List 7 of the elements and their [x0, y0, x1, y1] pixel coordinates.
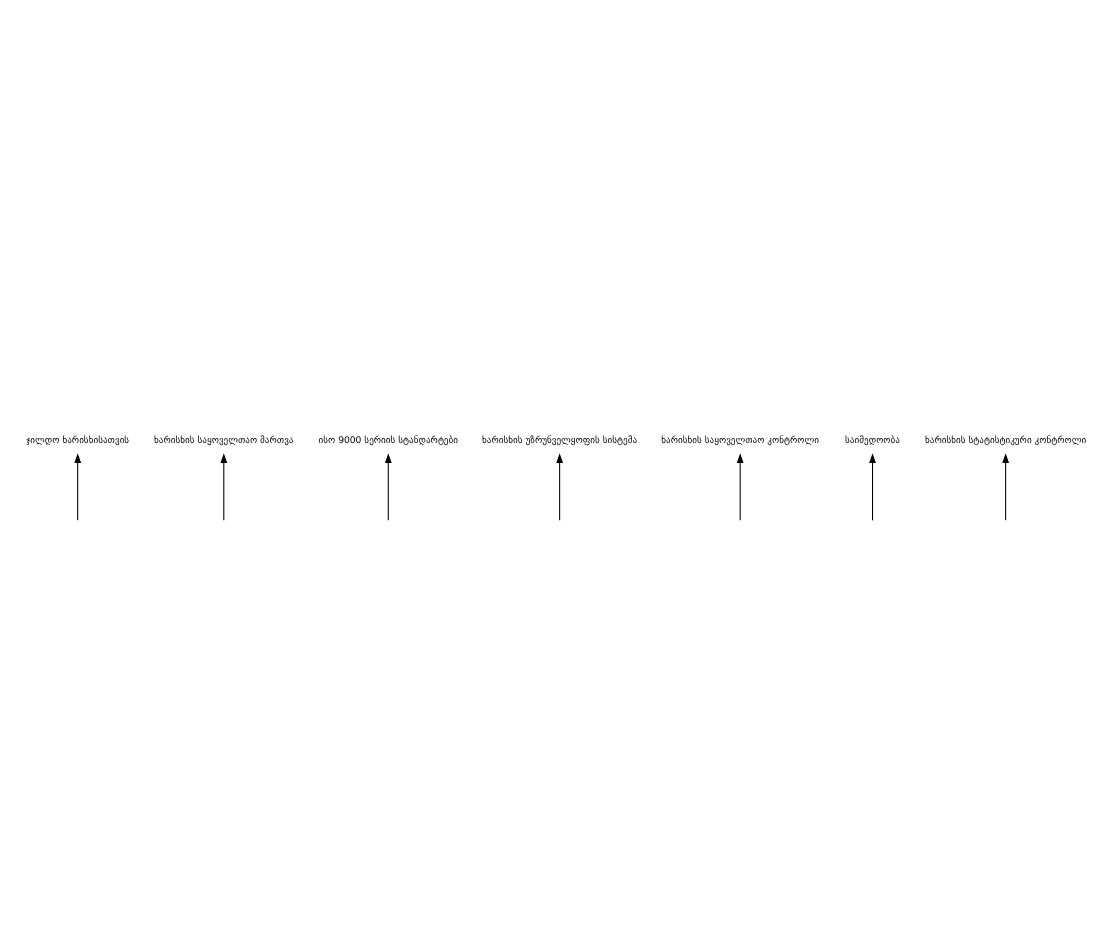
arrow [736, 452, 744, 520]
arrow [384, 452, 392, 520]
arrow [869, 452, 876, 520]
arrow [74, 452, 82, 520]
arrow [220, 452, 228, 520]
arrow [1002, 452, 1010, 520]
arrow [556, 452, 564, 520]
